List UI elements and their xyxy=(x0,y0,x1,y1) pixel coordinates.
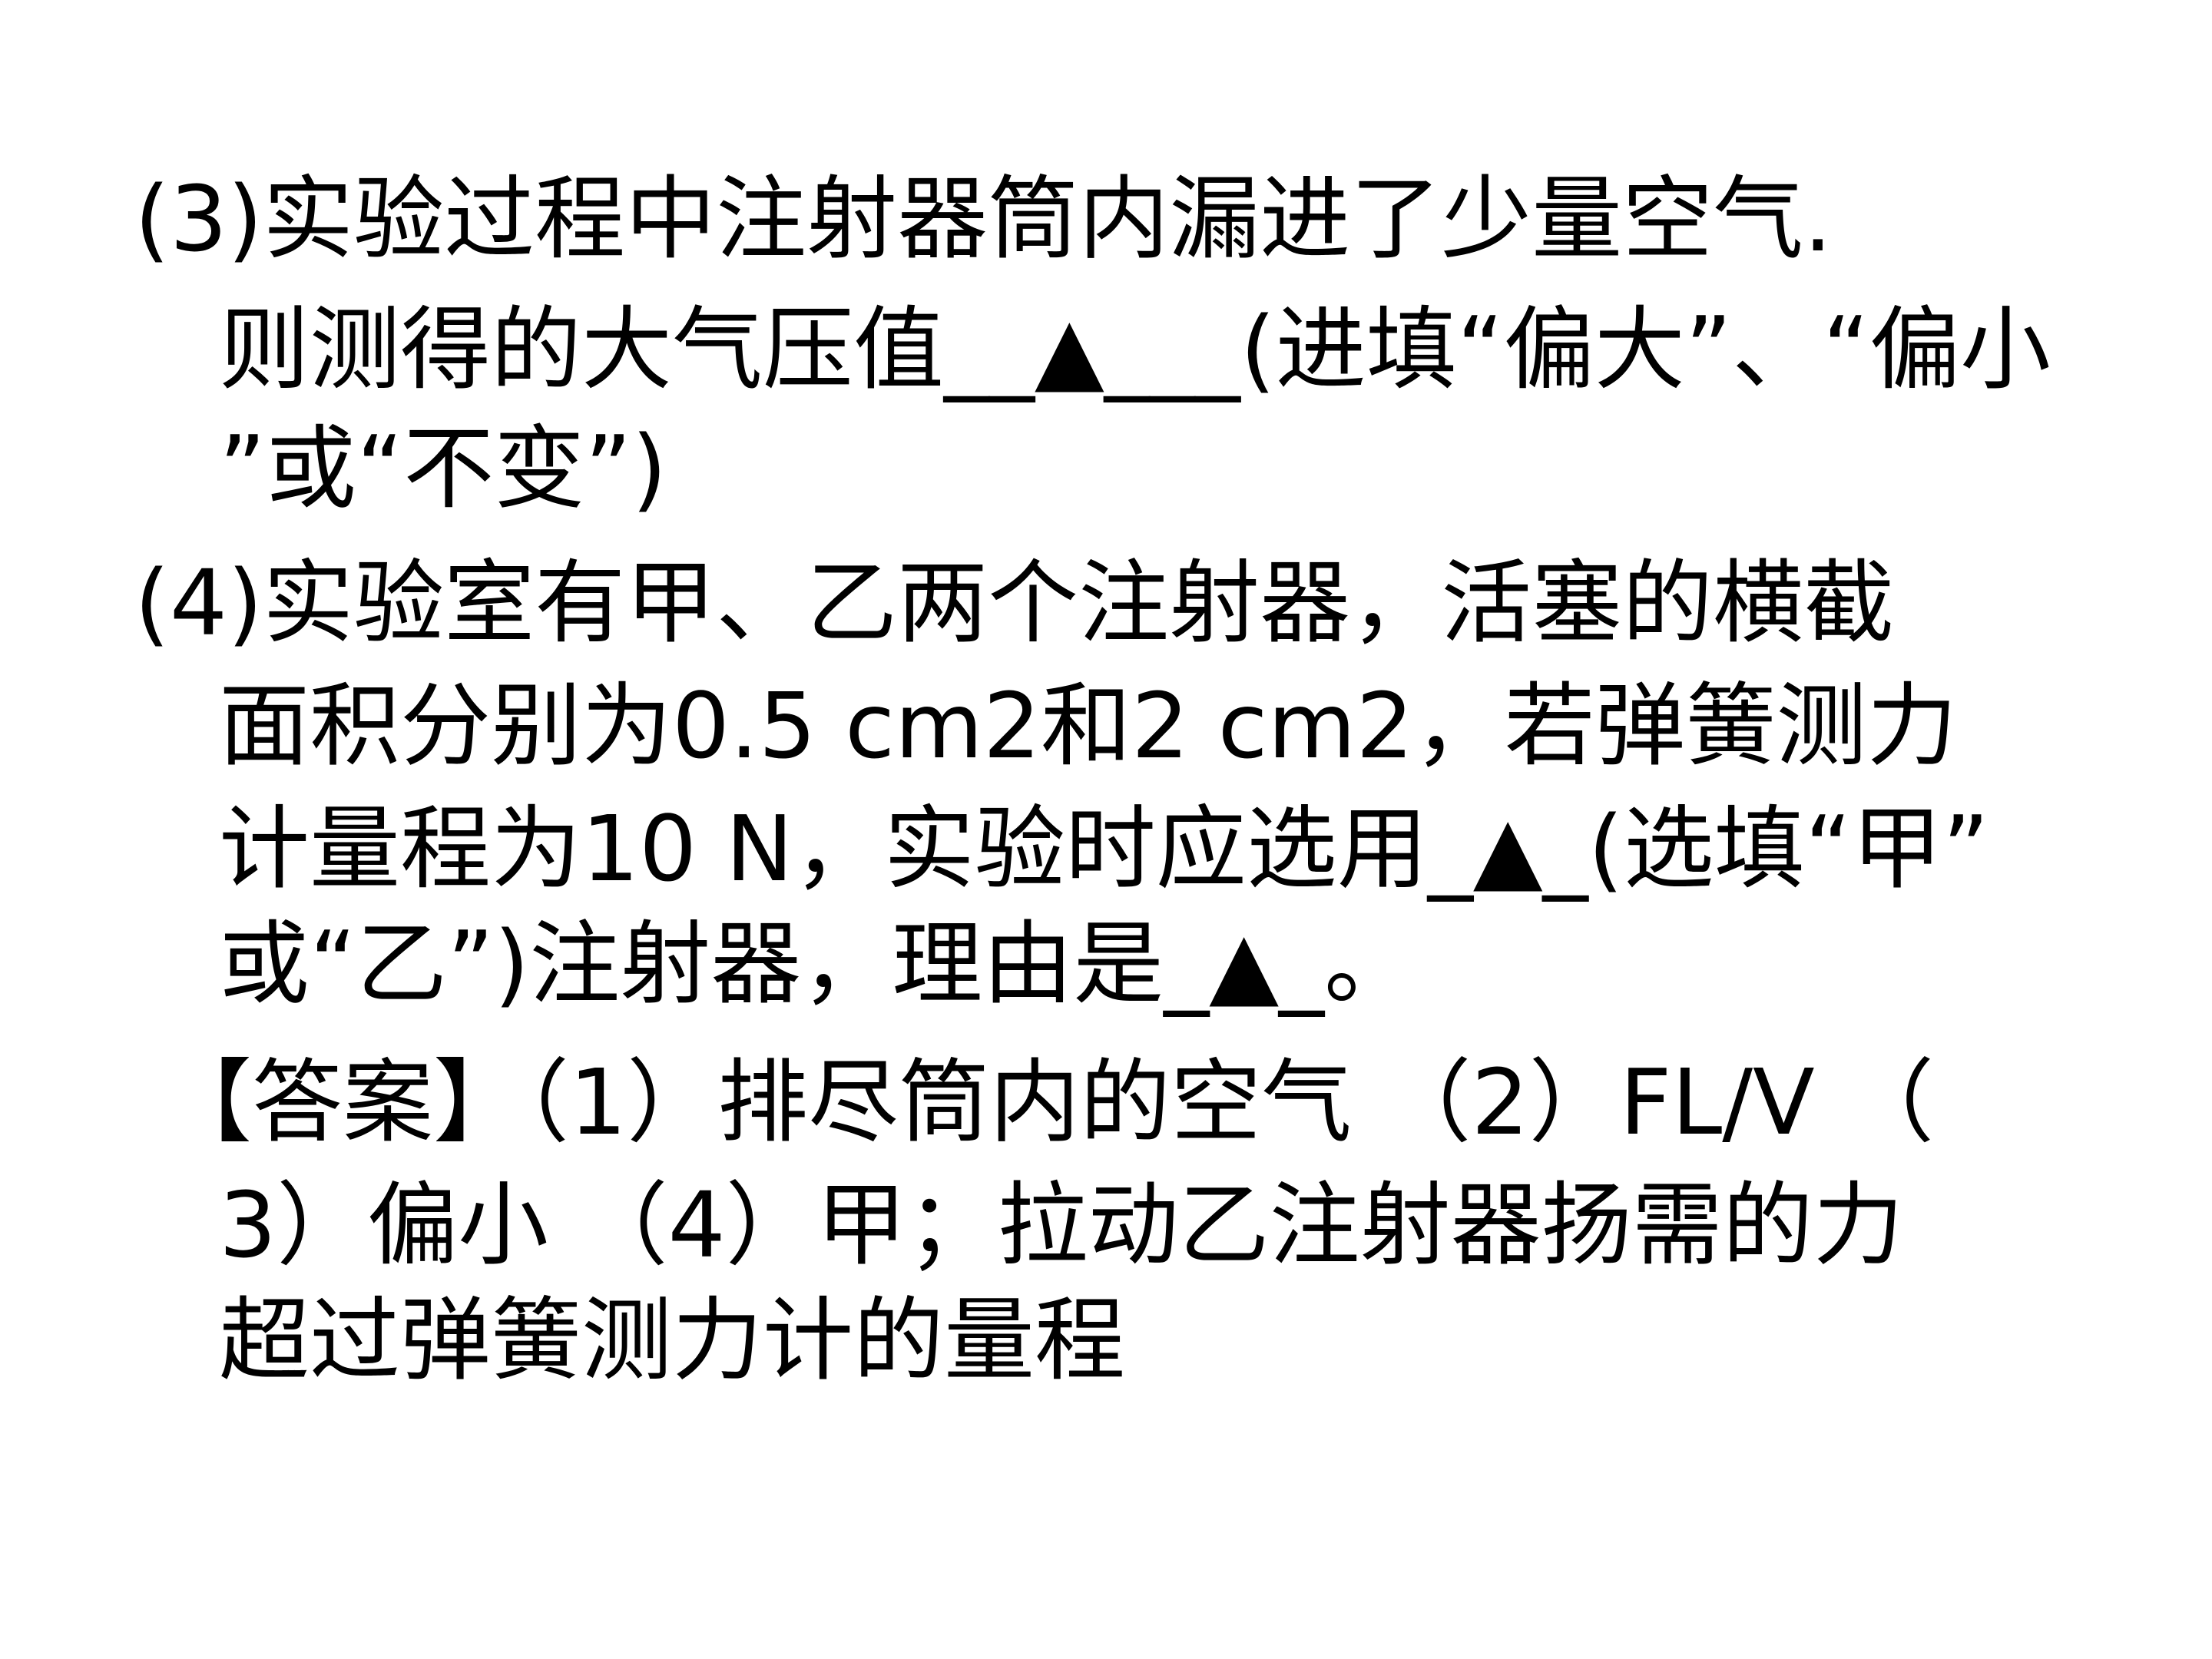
question-4-line-3: 计量程为10 N，实验时应选用_▲_(选填“甲” xyxy=(219,796,1989,902)
answer-line-3: 超过弹簧测力计的量程 xyxy=(219,1287,1126,1393)
answer-line-2: 3）偏小 （4）甲；拉动乙注射器扬需的力 xyxy=(219,1172,1904,1278)
question-3-line-1: (3)实验过程中注射器筒内漏进了少量空气. xyxy=(134,166,1833,272)
answer-line-1: 【答案】（1）排尽筒内的空气 （2）FL/V （ xyxy=(161,1049,1935,1155)
question-4-line-1: (4)实验室有甲、乙两个注射器，活塞的横截 xyxy=(134,550,1895,656)
question-3-line-3: ”或“不变”) xyxy=(219,416,667,522)
question-4-line-4: 或“乙”)注射器，理由是_▲_。 xyxy=(219,911,1416,1017)
question-3-line-2: 则测得的大气压值__▲___(进填“偏大”、“偏小 xyxy=(219,296,2051,402)
question-4-line-2: 面积分别为0.5 cm2和2 cm2，若弹簧测力 xyxy=(219,673,1958,779)
